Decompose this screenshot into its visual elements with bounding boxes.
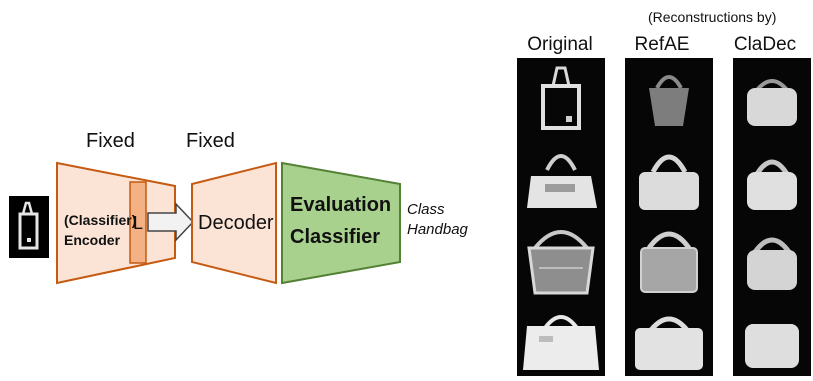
column-header-cladec: ClaDec	[733, 34, 797, 55]
encoder-label-prefix: (Classifier)	[64, 212, 136, 228]
refae-images	[635, 75, 703, 370]
encoder-fixed-label: Fixed	[86, 130, 135, 152]
refae-row-3	[640, 231, 698, 293]
refae-row-2	[639, 154, 699, 210]
refae-row-1	[649, 75, 689, 126]
input-image	[9, 196, 49, 258]
reconstructions-caption: (Reconstructions by)	[648, 9, 777, 25]
original-row-4	[523, 315, 599, 370]
cladec-row-3	[747, 237, 797, 290]
latent-label: L	[133, 213, 143, 233]
evaluator-label-line2: Classifier	[290, 226, 380, 248]
cladec-row-1	[747, 79, 797, 126]
decoder-block	[191, 161, 277, 285]
decoder-fixed-label: Fixed	[186, 130, 235, 152]
refae-row-4	[635, 316, 703, 370]
decoder-label: Decoder	[198, 212, 274, 234]
cladec-images	[745, 79, 799, 368]
latent-layer	[129, 181, 147, 264]
evaluator-label-line1: Evaluation	[290, 194, 391, 216]
original-row-2	[527, 154, 597, 208]
output-class-line1: Class	[407, 201, 445, 218]
cladec-row-2	[747, 159, 797, 210]
cladec-row-4	[745, 324, 799, 368]
refae-image-column	[625, 58, 713, 376]
cladec-image-column	[733, 58, 811, 376]
original-row-1	[541, 66, 581, 130]
encoder-label-main: Encoder	[64, 232, 121, 248]
column-header-refae: RefAE	[634, 34, 690, 55]
output-class-label: Class Handbag	[407, 200, 468, 240]
output-class-line2: Handbag	[407, 221, 468, 238]
original-image-column	[517, 58, 605, 376]
evaluation-classifier-block	[281, 161, 401, 285]
original-images	[523, 66, 599, 370]
encoder-to-decoder-arrow	[147, 202, 195, 242]
architecture-diagram: (Classifier) Encoder L Decoder Evaluatio…	[9, 161, 401, 285]
column-header-original: Original	[527, 34, 593, 55]
original-row-3	[527, 230, 595, 295]
